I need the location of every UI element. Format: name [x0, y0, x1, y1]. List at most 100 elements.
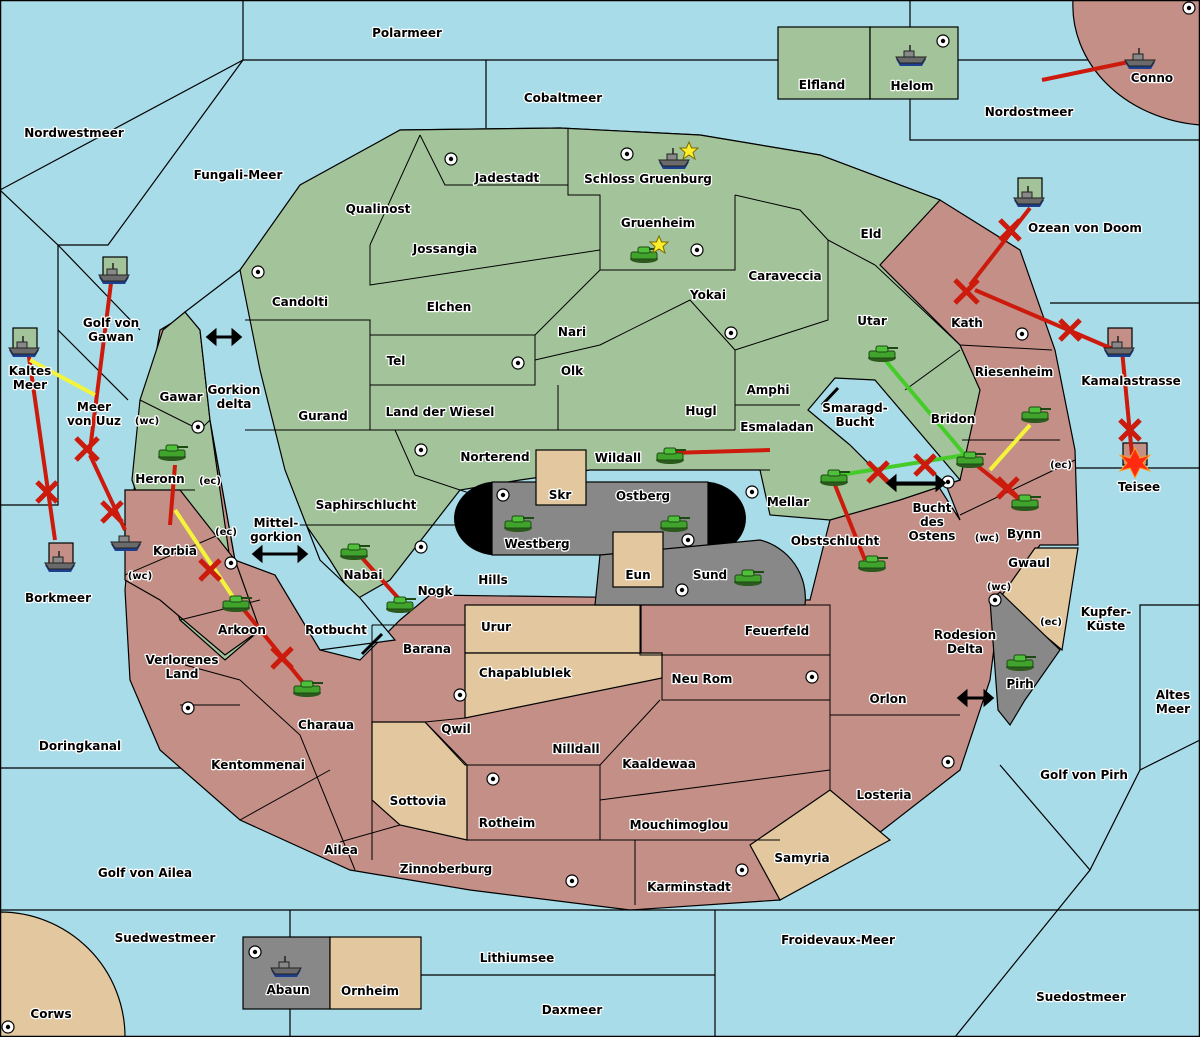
dislodged-marker — [74, 436, 100, 462]
label-golf-von-pirh: Golf von Pirh — [1040, 768, 1128, 782]
label-borkmeer: Borkmeer — [25, 591, 91, 605]
label-kamalastrasse: Kamalastrasse — [1081, 374, 1181, 388]
label-land-der-wiesel: Land der Wiesel — [386, 405, 495, 419]
supply-center-icon — [1015, 327, 1029, 341]
label-cobaltmeer: Cobaltmeer — [524, 91, 602, 105]
label-bynn-ec: (ec) — [1050, 460, 1072, 471]
support-arrow — [839, 453, 966, 477]
supply-center-icon — [496, 488, 510, 502]
supply-center-icon — [1182, 1, 1196, 15]
label-doringkanal: Doringkanal — [39, 739, 121, 753]
supply-center-icon — [444, 152, 458, 166]
label-barana: Barana — [403, 642, 451, 656]
label-arkoon: Arkoon — [218, 623, 266, 637]
province-urur[interactable] — [464, 604, 642, 654]
province-samyria[interactable] — [749, 789, 892, 901]
supply-center-icon — [620, 147, 634, 161]
label-mouchimoglou: Mouchimoglou — [630, 818, 729, 832]
cut-marker — [913, 453, 937, 477]
water-gorkion — [184, 268, 397, 651]
label-kupfer-kueste-1: Kupfer- — [1081, 605, 1131, 619]
province-labels: Polarmeer Cobaltmeer Nordwestmeer Fungal… — [7, 25, 1191, 1023]
label-mittelgorkion-1: Mittel- — [254, 516, 299, 530]
supply-center-icon — [1, 1020, 15, 1034]
label-suedostmeer: Suedostmeer — [1036, 990, 1126, 1004]
province-gwaul[interactable] — [999, 547, 1079, 652]
province-korbia[interactable] — [124, 489, 261, 656]
cut-marker — [100, 500, 124, 524]
label-rodesion-delta-2: Delta — [947, 642, 983, 656]
label-altes-meer-2: Meer — [1156, 702, 1190, 716]
dislodged-icon — [1118, 446, 1152, 480]
label-bucht-des-ostens-3: Ostens — [909, 529, 956, 543]
failed-orders — [35, 218, 1142, 670]
label-gawar: Gawar — [159, 390, 202, 404]
cut-marker — [270, 646, 294, 670]
label-altes-meer-1: Altes — [1156, 688, 1190, 702]
label-nilldall: Nilldall — [552, 742, 599, 756]
label-nogk: Nogk — [418, 584, 454, 598]
label-zinnoberburg: Zinnoberburg — [400, 862, 492, 876]
label-eld: Eld — [861, 227, 882, 241]
label-froidevaux-meer: Froidevaux-Meer — [781, 933, 895, 947]
label-utar: Utar — [857, 314, 887, 328]
label-golf-von-gawan-1: Golf von — [83, 316, 139, 330]
label-daxmeer: Daxmeer — [542, 1003, 603, 1017]
label-abaun: Abaun — [266, 983, 309, 997]
label-ailea: Ailea — [324, 843, 358, 857]
cut-marker — [1118, 418, 1142, 442]
label-suedwestmeer: Suedwestmeer — [115, 931, 216, 945]
support-arrow — [29, 358, 96, 397]
supply-center-icon — [251, 265, 265, 279]
label-losteria: Losteria — [856, 788, 911, 802]
units — [8, 44, 1156, 978]
province-skr[interactable] — [535, 449, 587, 506]
cut-marker — [998, 218, 1022, 242]
move-arrow — [1120, 349, 1134, 456]
label-nabai: Nabai — [344, 568, 383, 582]
province-eun[interactable] — [612, 531, 664, 588]
label-ornheim: Ornheim — [341, 984, 399, 998]
province-ornheim[interactable] — [329, 936, 422, 1010]
cut-marker — [1058, 318, 1082, 342]
label-mellar: Mellar — [767, 495, 809, 509]
label-nordwestmeer: Nordwestmeer — [24, 126, 124, 140]
province-elfland[interactable] — [777, 26, 871, 100]
supply-center-icon — [675, 583, 689, 597]
label-esmaladan: Esmaladan — [740, 420, 813, 434]
label-rotbucht: Rotbucht — [305, 623, 367, 637]
label-ostberg: Ostberg — [616, 489, 670, 503]
label-elfland: Elfland — [799, 78, 845, 92]
label-riesenheim: Riesenheim — [975, 365, 1054, 379]
label-olk: Olk — [561, 364, 584, 378]
label-golf-von-ailea: Golf von Ailea — [98, 866, 192, 880]
supply-center-icon — [511, 356, 525, 370]
label-sottovia: Sottovia — [390, 794, 447, 808]
label-neu-rom: Neu Rom — [672, 672, 733, 686]
label-verlorenes-land-2: Land — [166, 667, 199, 681]
label-samyria: Samyria — [774, 851, 829, 865]
label-bynn: Bynn — [1007, 527, 1041, 541]
supply-center-icon — [724, 326, 738, 340]
supply-center-icon — [248, 945, 262, 959]
label-obstschlucht: Obstschlucht — [791, 534, 880, 548]
support-arrow — [988, 423, 1032, 472]
label-gwaul-wc: (wc) — [987, 582, 1011, 593]
move-arrow — [833, 484, 867, 561]
label-eun: Eun — [625, 568, 650, 582]
label-lithiumsee: Lithiumsee — [480, 951, 555, 965]
label-karminstadt: Karminstadt — [647, 880, 731, 894]
supply-center-icon — [565, 874, 579, 888]
label-gurand: Gurand — [298, 409, 348, 423]
label-mittelgorkion-2: gorkion — [250, 530, 302, 544]
supply-center-icon — [486, 772, 500, 786]
label-wildall: Wildall — [595, 451, 641, 465]
dislodged-marker — [953, 278, 980, 305]
province-corws[interactable] — [0, 911, 126, 1037]
label-kentommenai: Kentommenai — [211, 758, 305, 772]
label-qwil: Qwil — [441, 722, 471, 736]
label-gorkion-delta-1: Gorkion — [208, 383, 261, 397]
supply-center-icon — [453, 688, 467, 702]
supply-center-icon — [988, 593, 1002, 607]
